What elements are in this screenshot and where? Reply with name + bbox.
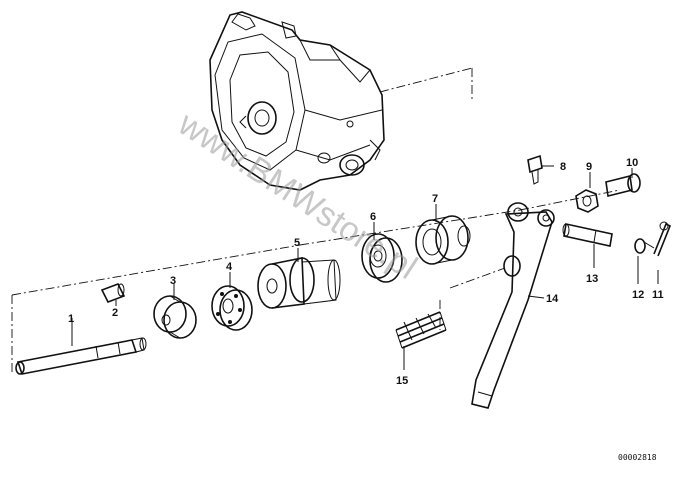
- part-label-4: 4: [226, 261, 233, 273]
- part-13-pin: [562, 223, 613, 247]
- part-14-clutch-lever: [471, 202, 555, 409]
- part-label-5: 5: [294, 237, 300, 249]
- part-12-clip: [634, 238, 655, 254]
- part-11-split-pin: [653, 221, 672, 257]
- part-label-2: 2: [112, 307, 118, 319]
- part-label-12: 12: [632, 289, 644, 301]
- part-3-disc: [153, 295, 197, 339]
- part-2-sleeve: [100, 282, 126, 304]
- reference-code: 00002818: [618, 453, 657, 462]
- part-15-spring: [395, 311, 447, 349]
- part-label-15: 15: [396, 375, 408, 387]
- part-number-labels: 1 2 3 4 5 6 7 8 9 10 11 12 13 14 15: [68, 157, 664, 387]
- part-label-11: 11: [652, 289, 664, 301]
- part-label-7: 7: [432, 193, 438, 205]
- part-label-14: 14: [546, 293, 559, 305]
- part-8-bleed-nipple: [527, 154, 543, 185]
- part-5-piston: [257, 257, 341, 309]
- part-label-6: 6: [370, 211, 376, 223]
- part-6-bearing: [361, 233, 403, 283]
- part-1-pushrod: [15, 337, 147, 375]
- part-10-bolt: [605, 173, 641, 197]
- gearbox-housing: [209, 11, 385, 191]
- part-label-8: 8: [560, 161, 566, 173]
- part-9-nut: [575, 189, 599, 213]
- part-4-bearing: [211, 285, 253, 331]
- part-label-3: 3: [170, 275, 176, 287]
- part-7-seal: [415, 215, 471, 265]
- part-label-13: 13: [586, 273, 598, 285]
- leader-lines: [71, 165, 659, 370]
- part-label-9: 9: [586, 161, 592, 173]
- part-label-1: 1: [68, 313, 74, 325]
- part-label-10: 10: [626, 157, 638, 169]
